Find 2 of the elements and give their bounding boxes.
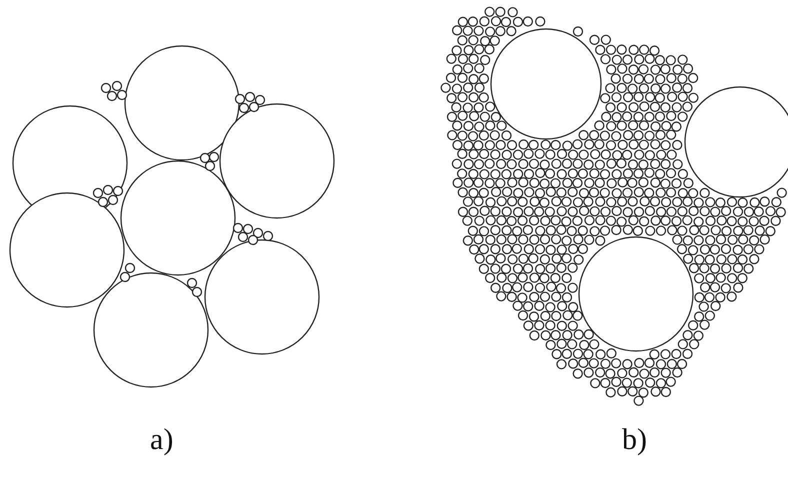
- panel-label: a): [150, 425, 174, 455]
- panel-label: b): [622, 425, 647, 455]
